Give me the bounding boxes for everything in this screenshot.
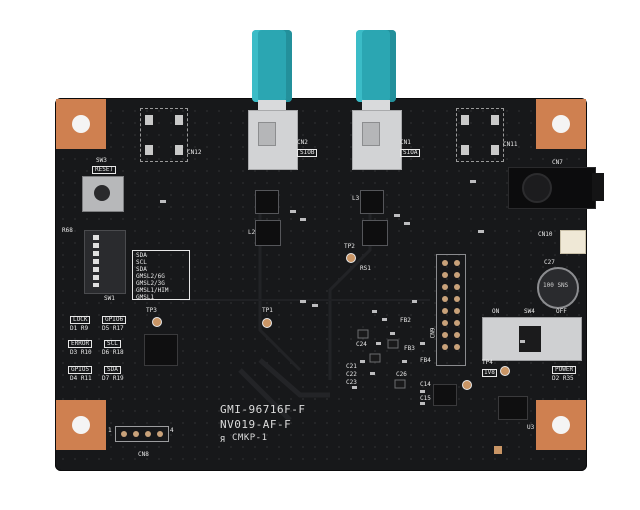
led-refs-gpio6: D5 R17 <box>102 325 124 332</box>
ic-chip-u3 <box>433 384 457 406</box>
power-led-label: POWER <box>552 366 577 374</box>
c24-ref-label: C24 <box>356 341 367 348</box>
c26-ref-label: C26 <box>396 371 407 378</box>
rs1-ref-label: RS1 <box>360 265 371 272</box>
board-maker-prefix: Я <box>220 435 225 444</box>
c22-ref-label: C22 <box>346 371 357 378</box>
led-refs-gpio5: D4 R11 <box>70 375 92 382</box>
pin-header-cn8[interactable] <box>115 426 169 442</box>
cn11-ref-label: CN11 <box>503 141 518 148</box>
fb2-ref-label: FB2 <box>400 317 411 324</box>
reset-label: RESET <box>92 166 117 174</box>
reset-button[interactable] <box>82 176 124 212</box>
dip-r68-label: R68 <box>62 227 73 234</box>
jst-connector-cn10[interactable] <box>560 230 586 254</box>
c21-ref-label: C21 <box>346 363 357 370</box>
u3-ref-label: U3 <box>527 424 535 431</box>
inductor-l3 <box>360 190 384 214</box>
l3-ref-label: L3 <box>352 195 360 202</box>
dip-options-box <box>132 250 190 300</box>
tp3-label: TP3 <box>146 307 157 314</box>
cn1-signal-label: SIOA <box>400 149 421 157</box>
power-switch-sw4[interactable] <box>482 317 582 361</box>
coax-connector-cn1[interactable] <box>352 30 402 170</box>
coax-connector-cn2[interactable] <box>248 30 298 170</box>
c15-ref-label: C15 <box>420 395 431 402</box>
cn1-ref-label: CN1 <box>400 139 411 146</box>
testpoint-tp4[interactable] <box>500 366 510 376</box>
cn8-ref-label: CN8 <box>138 451 149 458</box>
board-maker: CMKP-1 <box>232 433 268 443</box>
mounting-pad-bottom-left <box>56 400 106 450</box>
capacitor-c27: 100 SNS <box>537 267 579 309</box>
cn7-ref-label: CN7 <box>552 159 563 166</box>
ic-chip-small <box>498 396 528 420</box>
led-label-lock: LOCK <box>70 316 91 324</box>
led-refs-sda: D7 R19 <box>102 375 124 382</box>
led-label-scl: SCL <box>104 340 121 348</box>
dip-option-7: GMSL1 <box>136 294 155 301</box>
led-refs-lock: D1 R9 <box>70 325 89 332</box>
testpoint-tp2[interactable] <box>346 253 356 263</box>
connector-footprint-cn12 <box>140 108 188 162</box>
l2-ref-label: L2 <box>248 229 256 236</box>
dip-option-4: GMSL2/6G <box>136 273 165 280</box>
fb3-ref-label: FB3 <box>404 345 415 352</box>
mounting-pad-top-left <box>56 99 106 149</box>
power-led-refs: D2 R35 <box>552 375 574 382</box>
cn2-signal-label: SIOB <box>297 149 318 157</box>
connector-footprint-cn11 <box>456 108 504 162</box>
tp1-label: TP1 <box>262 307 273 314</box>
capacitor-c27-text: 100 SNS <box>543 282 569 289</box>
dip-switch-sw1[interactable] <box>84 230 126 294</box>
dip-option-6: GMSL1/HIM <box>136 287 169 294</box>
cn8-pin-first: 1 <box>108 427 112 434</box>
dip-option-5: GMSL2/3G <box>136 280 165 287</box>
sw4-ref-label: SW4 <box>524 308 535 315</box>
sw3-ref-label: SW3 <box>96 157 107 164</box>
barrel-jack-cn7[interactable] <box>508 163 604 211</box>
inductor-lower-right <box>362 220 388 246</box>
cn12-ref-label: CN12 <box>187 149 202 156</box>
c23-ref-label: C23 <box>346 379 357 386</box>
testpoint-tp3[interactable] <box>152 317 162 327</box>
pin-header-cn9[interactable] <box>436 254 466 366</box>
edge-pad-bottom <box>494 446 502 454</box>
board-model-line2: NV019-AF-F <box>220 418 292 431</box>
cn10-ref-label: CN10 <box>538 231 553 238</box>
cn8-pin-last: 4 <box>170 427 174 434</box>
cn2-ref-label: CN2 <box>297 139 308 146</box>
tp4-label: TP4 <box>482 359 493 366</box>
led-label-gpio5: GPIO5 <box>68 366 93 374</box>
sw4-off-label: OFF <box>556 308 567 315</box>
c14-ref-label: C14 <box>420 381 431 388</box>
dip-option-1: SDA <box>136 252 147 259</box>
ic-chip-main <box>144 334 178 366</box>
inductor-lower-left <box>255 220 281 246</box>
mounting-pad-bottom-right <box>536 400 586 450</box>
c27-ref-label: C27 <box>544 259 555 266</box>
led-label-gpio6: GPIO6 <box>102 316 127 324</box>
led-refs-scl: D6 R18 <box>102 349 124 356</box>
sw1-ref-label: SW1 <box>104 295 115 302</box>
tp2-label: TP2 <box>344 243 355 250</box>
inductor-l2 <box>255 190 279 214</box>
sw4-on-label: ON <box>492 308 500 315</box>
mounting-pad-top-right <box>536 99 586 149</box>
led-refs-error: D3 R10 <box>70 349 92 356</box>
testpoint-extra[interactable] <box>462 380 472 390</box>
dip-option-2: SCL <box>136 259 147 266</box>
board-model-line1: GMI-96716F-F <box>220 403 306 416</box>
led-label-error: ERROR <box>68 340 93 348</box>
testpoint-tp1[interactable] <box>262 318 272 328</box>
led-label-sda: SDA <box>104 366 121 374</box>
fb4-ref-label: FB4 <box>420 357 431 364</box>
dip-option-3: SDA <box>136 266 147 273</box>
tp4-voltage-label: 1V8 <box>482 369 497 377</box>
